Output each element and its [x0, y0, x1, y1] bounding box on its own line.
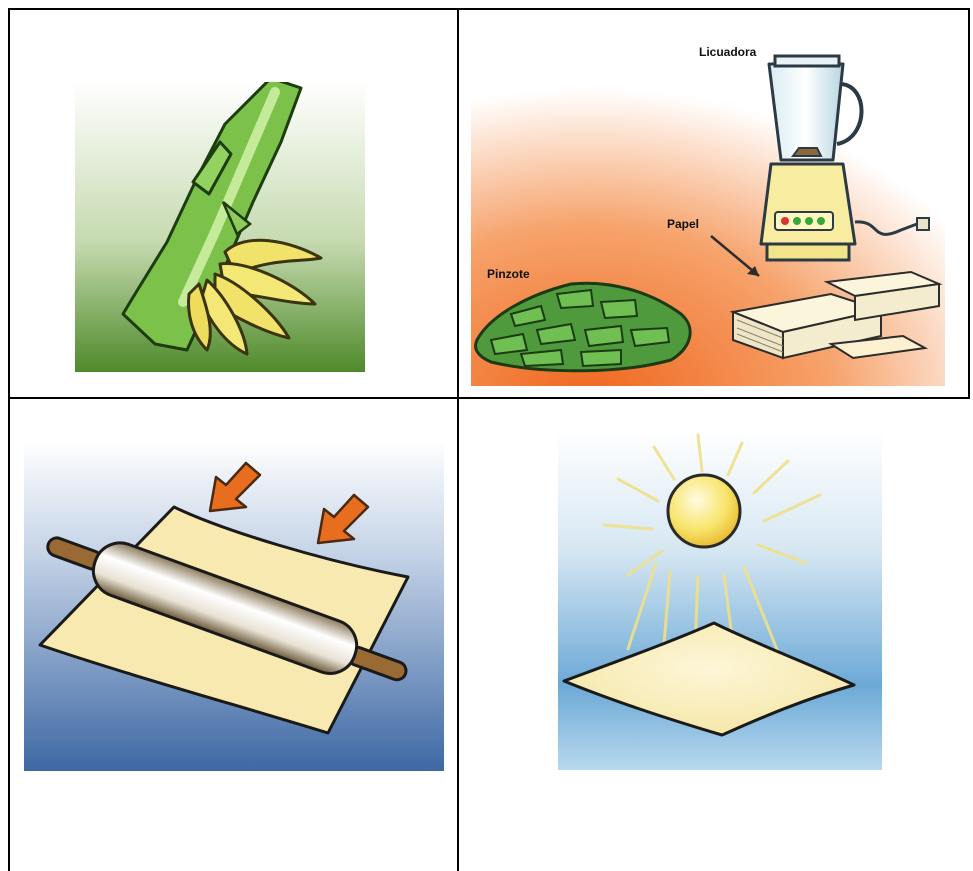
rolling-pin-icon — [24, 441, 444, 771]
table-border-top — [8, 8, 970, 10]
banana-stalk-illustration — [75, 82, 365, 372]
materials-icon: Licuadora Papel Pinzote — [471, 44, 945, 386]
materials-illustration: Licuadora Papel Pinzote — [471, 44, 945, 386]
banana-stalk-icon — [75, 82, 365, 372]
table-row-divider — [8, 397, 970, 399]
table-column-divider — [457, 8, 459, 871]
table-border-left — [8, 8, 10, 871]
sun-drying-icon — [558, 431, 882, 770]
blender-label: Licuadora — [699, 45, 757, 59]
table-border-right — [968, 8, 970, 399]
stalk-label: Pinzote — [487, 267, 530, 281]
sun-drying-illustration — [558, 431, 882, 770]
paper-label: Papel — [667, 217, 699, 231]
rolling-pin-illustration — [24, 441, 444, 771]
